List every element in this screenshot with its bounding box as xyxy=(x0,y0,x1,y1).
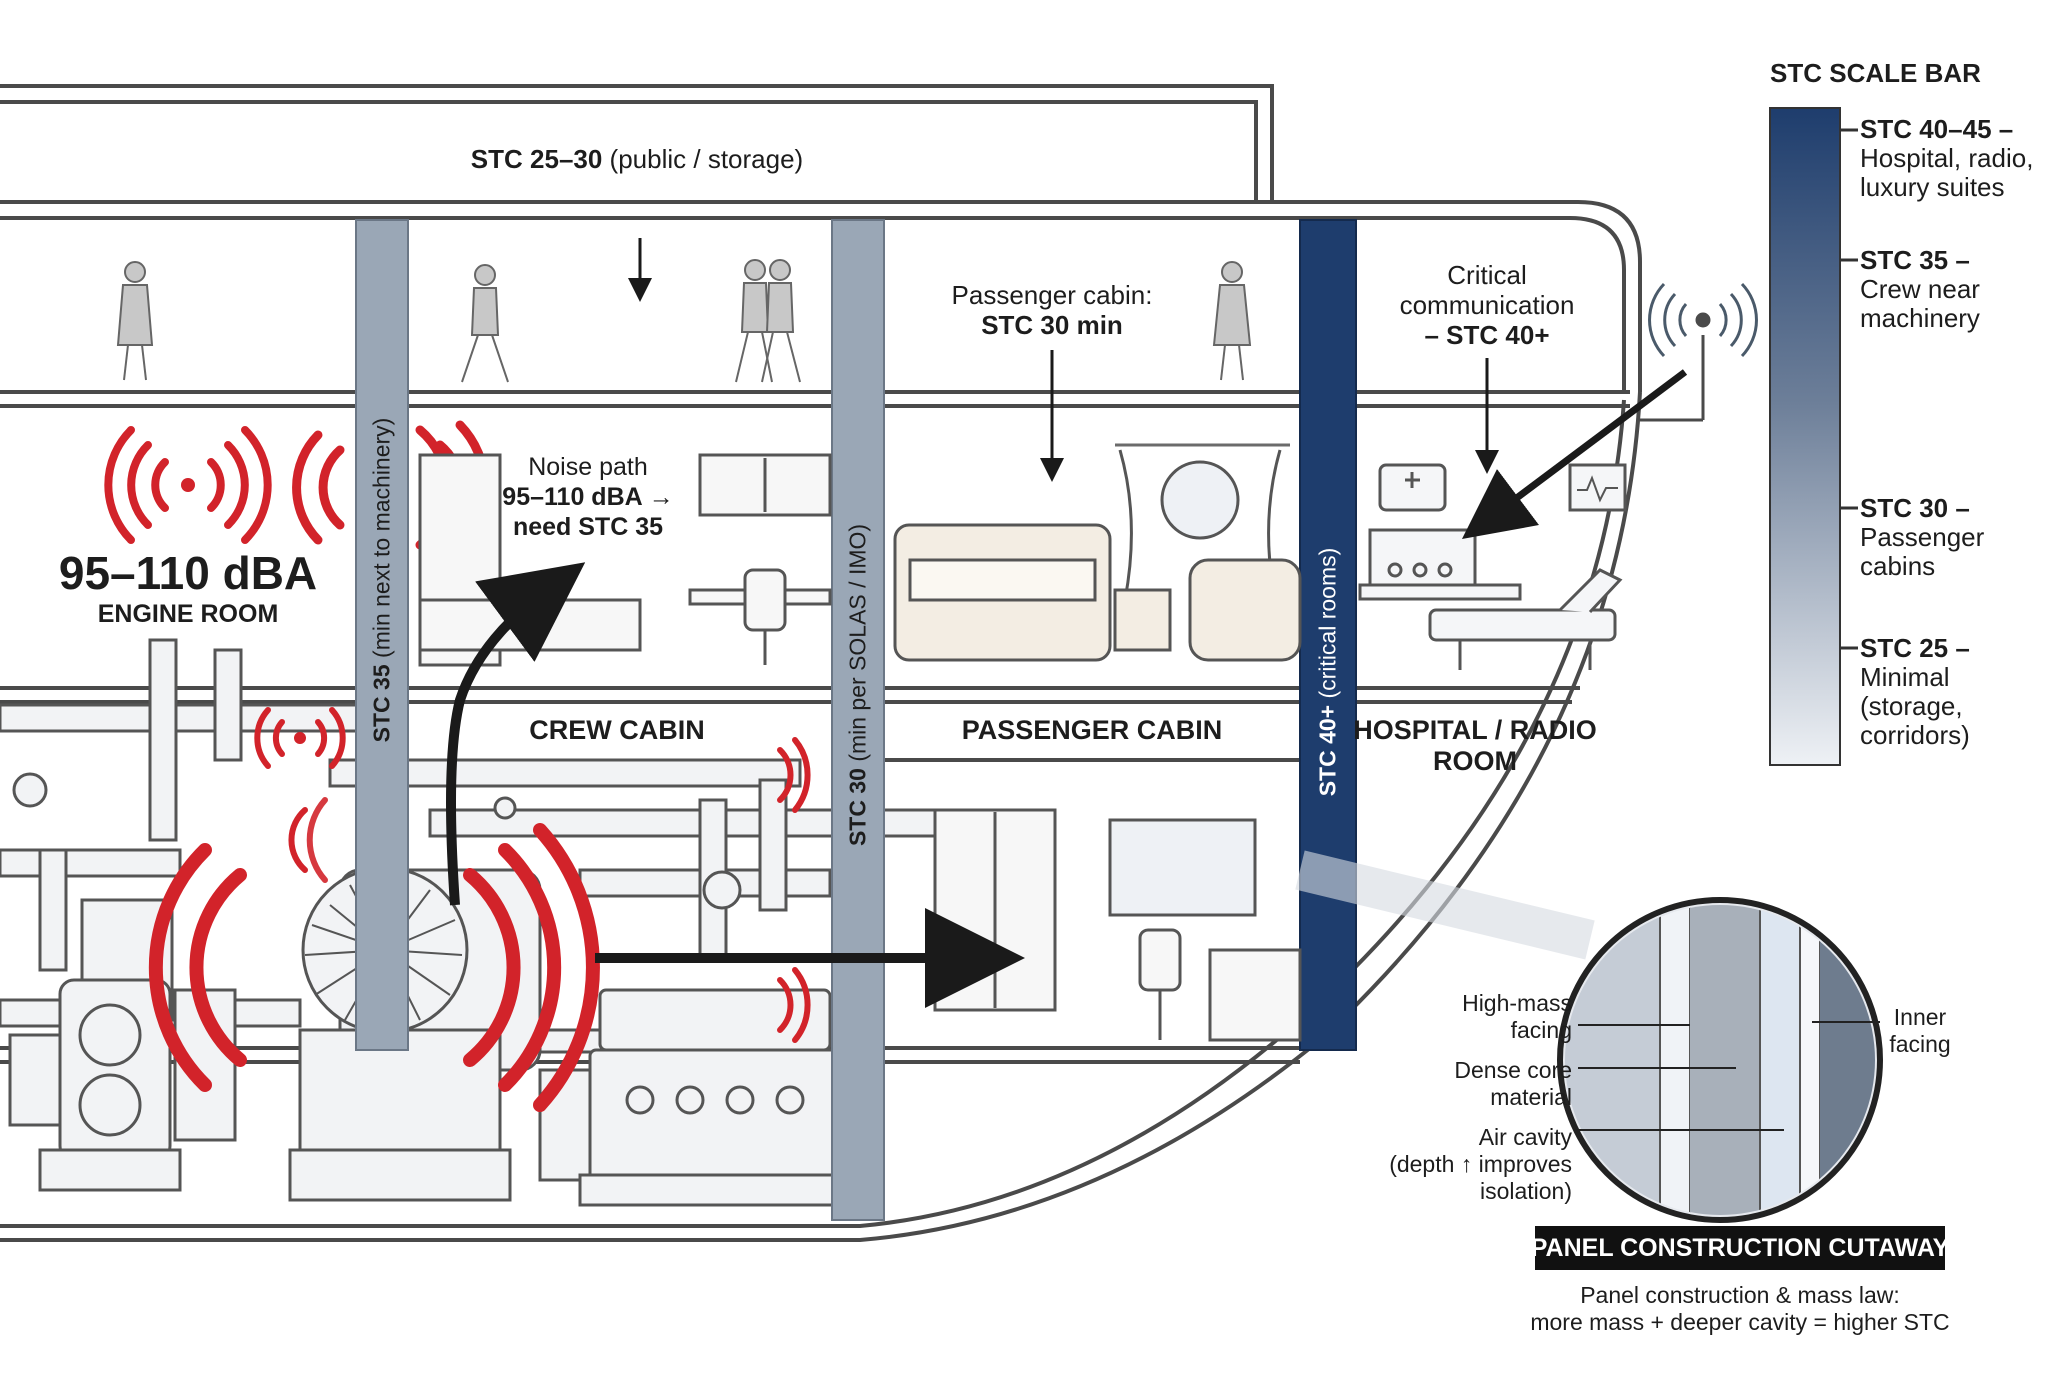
panel-title-box xyxy=(1535,1226,1945,1270)
critical-callout-label: Critical communication – STC 40+ xyxy=(1399,260,1575,350)
person-icon xyxy=(461,264,509,383)
panel-air-cavity-label: Air cavity (depth ↑ improves isolation) xyxy=(1389,1124,1572,1204)
bulkhead-stc30-label: STC 30 (min per SOLAS / IMO) xyxy=(844,523,871,847)
person-icon xyxy=(735,259,773,383)
bulkhead-stc30 xyxy=(831,219,885,1221)
desk-icon xyxy=(1208,948,1302,1042)
crew-cabin-label: CREW CABIN xyxy=(529,715,705,745)
passenger-cabin-furniture xyxy=(893,443,1302,1042)
top-deck-stc-label: STC 25–30 (public / storage) xyxy=(470,144,804,174)
passenger-cabin-label: PASSENGER CABIN xyxy=(961,715,1223,745)
scale-entry-stc25: STC 25 – Minimal (storage, corridors) xyxy=(1860,633,1970,750)
panel-high-mass-label: High-mass facing xyxy=(1462,990,1572,1043)
noise-path-label: Noise path 95–110 dBA → need STC 35 xyxy=(502,453,674,541)
scale-entry-stc40: STC 40–45 – Hospital, radio, luxury suit… xyxy=(1860,114,2034,202)
person-icon xyxy=(1212,261,1252,381)
panel-cutaway xyxy=(1295,850,1945,1270)
porthole-icon xyxy=(1160,460,1240,540)
passenger-callout-label: Passenger cabin: STC 30 min xyxy=(951,280,1153,340)
noise-path-arrow xyxy=(446,562,586,906)
scale-bar-title: STC SCALE BAR xyxy=(1770,58,1981,88)
engine-room-title: ENGINE ROOM xyxy=(97,600,279,628)
antenna-icon xyxy=(1640,282,1758,422)
person-icon xyxy=(116,261,154,381)
antenna-arrow xyxy=(1461,369,1688,539)
panel-dense-core-label: Dense core material xyxy=(1454,1057,1572,1110)
engine-room-level: 95–110 dBA xyxy=(58,547,318,599)
bulkhead-stc40-label: STC 40+ (critical rooms) xyxy=(1314,547,1341,797)
arrows xyxy=(446,238,1688,1008)
hospital-radio-furniture xyxy=(1358,463,1627,670)
bulkhead-stc35 xyxy=(355,219,409,1051)
crew-cabin-furniture xyxy=(418,453,832,667)
bulkhead-stc35-label: STC 35 (min next to machinery) xyxy=(368,417,395,743)
panel-caption: Panel construction & mass law: more mass… xyxy=(1530,1282,1950,1335)
hospital-bed-icon xyxy=(1428,608,1617,642)
hospital-radio-label: HOSPITAL / RADIO ROOM xyxy=(1353,715,1597,776)
panel-inner-facing-label: Inner facing xyxy=(1889,1004,1951,1057)
chair-icon xyxy=(743,568,787,632)
chair-icon xyxy=(1138,928,1182,992)
panel-title: PANEL CONSTRUCTION CUTAWAY xyxy=(1530,1234,1950,1262)
stc-scale-bar xyxy=(1769,107,1858,766)
scale-entry-stc30: STC 30 – Passenger cabins xyxy=(1860,493,1985,581)
bulkheads xyxy=(355,219,1357,1221)
person-icons xyxy=(116,259,1252,383)
person-icon xyxy=(761,259,801,383)
armchair-icon xyxy=(1188,558,1302,662)
scale-entry-stc35: STC 35 – Crew near machinery xyxy=(1860,245,1980,333)
